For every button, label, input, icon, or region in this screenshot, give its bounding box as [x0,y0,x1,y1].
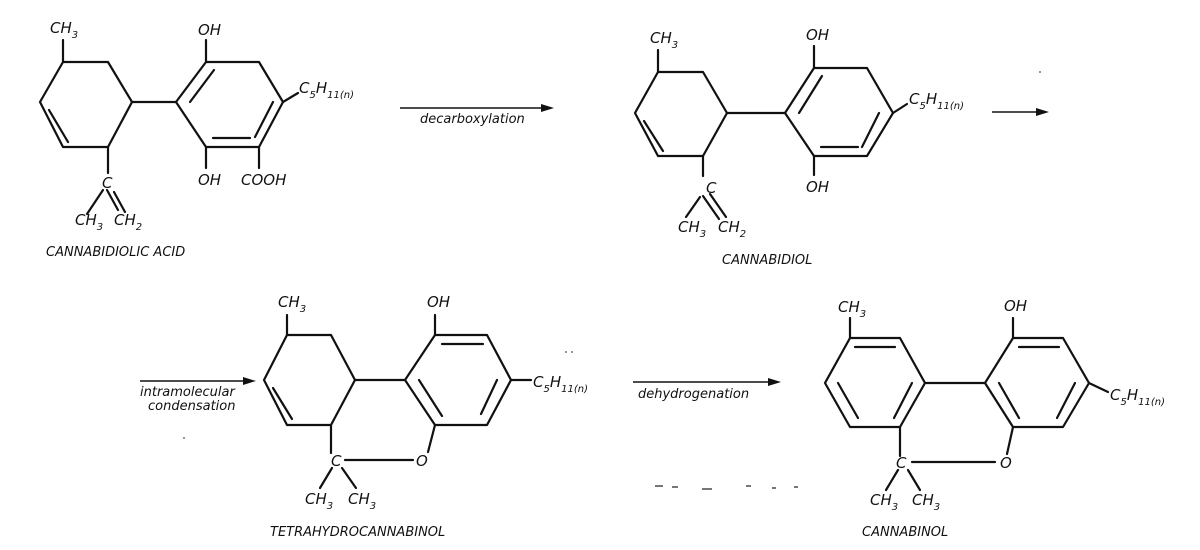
pentyl-group-label: C5H11(n) [533,373,588,395]
compound-name: CANNABIDIOLIC ACID [46,245,185,260]
reaction-condition-label: intramolecular [140,385,236,400]
hydroxyl-label: OH [806,26,829,44]
carboxyl-label: COOH [241,171,286,189]
scan-noise [183,71,1041,490]
carbon-atom-label: C [706,179,717,197]
carbon-atom-label: C [896,454,907,472]
oxygen-atom-label: O [1000,454,1012,472]
molecule-cannabidiolic-acid-bonds [38,38,300,216]
pentyl-group-label: C5H11(n) [299,79,354,101]
hydroxyl-label: OH [198,21,221,39]
reaction-arrow-decarboxylation: decarboxylation [400,104,554,127]
reaction-condition-label: decarboxylation [420,112,525,127]
molecule-cannabinol-bonds [823,316,1110,492]
methyl-group-label: CH3 [75,211,103,233]
reaction-condition-label: condensation [148,399,235,414]
continuation-arrow [992,108,1049,116]
molecule-tetrahydrocannabinol: CH3 OH C5H11(n) C O CH3 CH3 TETRAHYDROCA… [262,293,588,540]
molecule-cannabidiol-bonds [633,44,909,221]
reaction-condition-label: dehydrogenation [638,387,749,402]
reaction-arrow-intramolecular-condensation: intramolecular condensation [140,377,256,414]
molecule-tetrahydrocannabinol-bonds [262,313,533,490]
oxygen-atom-label: O [416,452,428,470]
methyl-group-label: CH3 [305,490,333,512]
molecule-cannabidiol: CH3 OH OH C5H11(n) C CH3 CH2 CANNABIDIOL [633,26,964,268]
carbon-atom-label: C [102,174,113,192]
reaction-arrow-dehydrogenation: dehydrogenation [633,378,781,402]
molecule-cannabidiolic-acid: CH3 OH OH COOH C5H11(n) C CH3 CH2 CANNAB… [38,19,354,260]
methyl-group-label: CH3 [650,29,678,51]
molecule-cannabinol: CH3 OH C5H11(n) C O CH3 CH3 CANNABINOL [823,297,1165,540]
carbon-atom-label: C [331,452,342,470]
methyl-group-label: CH3 [50,19,78,41]
compound-name: TETRAHYDROCANNABINOL [270,525,445,540]
methyl-group-label: CH3 [838,298,866,320]
pentyl-group-label: C5H11(n) [1110,386,1165,408]
methylene-group-label: CH2 [114,211,142,233]
methyl-group-label: CH3 [348,490,376,512]
methyl-group-label: CH3 [912,491,940,513]
compound-name: CANNABIDIOL [722,253,812,268]
methylene-group-label: CH2 [718,218,746,240]
compound-name: CANNABINOL [862,525,948,540]
hydroxyl-label: OH [198,171,221,189]
methyl-group-label: CH3 [870,491,898,513]
hydroxyl-label: OH [1004,297,1027,315]
hydroxyl-label: OH [427,293,450,311]
methyl-group-label: CH3 [678,218,706,240]
pentyl-group-label: C5H11(n) [909,90,964,112]
hydroxyl-label: OH [806,178,829,196]
methyl-group-label: CH3 [278,293,306,315]
